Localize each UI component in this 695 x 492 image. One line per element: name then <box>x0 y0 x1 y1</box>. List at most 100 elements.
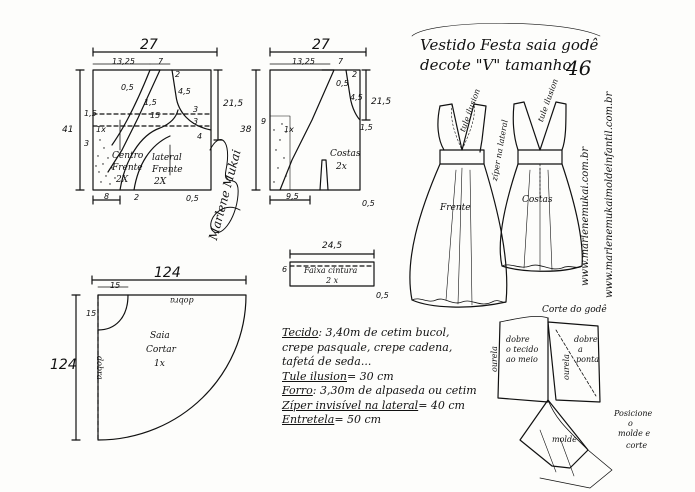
waistband-height-label: 6 <box>282 265 288 274</box>
front-left-3-label: 3 <box>84 139 90 148</box>
corte-ourela2: ourela <box>562 354 571 380</box>
skirt-height-label: 124 <box>50 357 77 373</box>
back-left-9-label: 9 <box>261 117 267 126</box>
back-neck-label: 0,5 <box>336 79 349 88</box>
tecido-line-1: Tecido: 3,40m de cetim bucol, <box>282 326 532 341</box>
website-line2: www.marlenemukaimoldeinfantil.com.br <box>604 91 615 298</box>
front-neck-label: 0,5 <box>121 83 134 92</box>
corte-molde: molde <box>552 435 577 444</box>
tecido-label: Tecido <box>282 326 319 339</box>
front-top-a-label: 13,25 <box>112 57 135 66</box>
corte-posicione3: molde e <box>618 429 651 438</box>
tule-line: Tule ilusion= 30 cm <box>282 370 532 385</box>
corte-dobre1c: ao meio <box>506 355 538 364</box>
waistband-name-label: Faixa cintura <box>304 266 358 275</box>
materials-notes: Tecido: 3,40m de cetim bucol, crepe pasq… <box>282 326 532 428</box>
front-bottom-0-5-label: 0,5 <box>186 194 199 203</box>
back-top-a-label: 13,25 <box>292 57 315 66</box>
front-right-4-label: 4 <box>197 132 203 141</box>
corte-gode-diagram <box>497 315 613 489</box>
signature-scribble <box>209 139 241 233</box>
front-left-1x-label: 1x <box>96 125 106 134</box>
waistband-right-label: 0,5 <box>376 291 389 300</box>
back-height-label: 38 <box>240 125 252 135</box>
tecido-line-3: tafetá de seda... <box>282 355 372 368</box>
back-pattern-outline <box>251 47 371 205</box>
corte-dobre2b: a <box>578 345 583 354</box>
corte-posicione: Posicione <box>614 409 653 418</box>
entretela-label: Entretela <box>282 413 335 426</box>
title-line2: decote "V" tamanho <box>420 56 572 74</box>
front-piece1b-label: Frente <box>112 163 143 173</box>
back-bottom-0-5-label: 0,5 <box>362 199 375 208</box>
front-piece2b-label: Frente <box>152 165 183 175</box>
waistband-outline <box>289 249 375 287</box>
corte-posicione2: o <box>628 419 633 428</box>
skirt-dobra-left-label: dobra <box>95 356 104 380</box>
front-width-label: 27 <box>140 37 158 53</box>
ziper-value: = 40 cm <box>418 398 465 412</box>
front-side-1-5-label: 1,5 <box>144 98 157 107</box>
front-left-1-5-label: 1,5 <box>84 109 97 118</box>
front-side-4-5-label: 4,5 <box>178 87 191 96</box>
back-right-21-5-label: 21,5 <box>371 97 392 107</box>
dress-front-label: Frente <box>440 203 471 213</box>
back-top-b-label: 7 <box>338 57 344 66</box>
tule-label: Tule ilusion <box>282 369 347 383</box>
back-piece-label: Costas <box>330 149 361 159</box>
back-left-1x-label: 1x <box>284 125 294 134</box>
waistband-width-label: 24,5 <box>322 241 343 251</box>
skirt-waist-label: 15 <box>110 281 121 290</box>
ziper-label: Zíper invisível na lateral <box>282 398 419 412</box>
back-piece-b-label: 2x <box>336 162 347 172</box>
tule-value: = 30 cm <box>346 369 394 383</box>
front-bottom-8-label: 8 <box>104 192 110 201</box>
skirt-width-label: 124 <box>154 265 181 281</box>
front-piece2c-label: 2X <box>154 177 167 187</box>
back-top-c-label: 2 <box>352 70 358 79</box>
entretela-value: = 50 cm <box>334 413 382 426</box>
front-mid-15-label: 15 <box>150 111 161 120</box>
front-right-21-5-label: 21,5 <box>223 99 244 109</box>
back-width-label: 27 <box>312 37 330 53</box>
skirt-dobra-top-label: dobra <box>170 296 194 305</box>
corte-dobre2c: ponta <box>576 355 600 364</box>
back-right-1-5-label: 1,5 <box>360 123 373 132</box>
corte-dobre2: dobre <box>574 335 598 344</box>
front-piece1c-label: 2X <box>116 175 129 185</box>
skirt-label3: 1x <box>154 359 165 369</box>
dress-back-label: Costas <box>522 195 553 205</box>
front-right-3b-label: 3 <box>193 117 199 126</box>
tecido-line-2: crepe pasquale, crepe cadena, <box>282 340 453 354</box>
tecido-value-1: : 3,40m de cetim bucol, <box>318 326 450 339</box>
forro-value: : 3,30m de alpaseda ou cetim <box>312 384 477 397</box>
front-top-b-label: 7 <box>158 57 164 66</box>
skirt-waist-v-label: 15 <box>86 309 97 318</box>
corte-dobre1b: o tecido <box>506 345 539 354</box>
forro-line: Forro: 3,30m de alpaseda ou cetim <box>282 384 532 399</box>
waistband-count-label: 2 x <box>326 276 339 285</box>
title-size: 46 <box>566 56 592 80</box>
front-piece1-label: Centro <box>112 151 144 161</box>
website-line1: www.marlenemukai.com.br <box>580 146 591 286</box>
front-top-c-label: 2 <box>175 70 181 79</box>
front-right-3a-label: 3 <box>193 105 199 114</box>
forro-label: Forro <box>282 384 313 397</box>
corte-posicione4: corte <box>626 441 648 450</box>
skirt-label: Saia <box>150 331 170 341</box>
back-bottom-9-5-label: 9,5 <box>286 192 299 201</box>
dress-back-illustration <box>499 101 583 272</box>
back-side-4-5-label: 4,5 <box>350 93 363 102</box>
front-height-label: 41 <box>62 125 74 135</box>
title-line1: Vestido Festa saia godê <box>420 36 599 54</box>
front-piece2-label: lateral <box>152 153 182 163</box>
skirt-label2: Cortar <box>146 345 176 355</box>
front-bottom-2-label: 2 <box>134 193 140 202</box>
ziper-line: Zíper invisível na lateral= 40 cm <box>282 399 532 414</box>
front-pattern-outline <box>75 47 223 205</box>
corte-gode-title: Corte do godê <box>542 305 607 315</box>
entretela-line: Entretela= 50 cm <box>282 413 532 428</box>
corte-dobre1: dobre <box>506 335 530 344</box>
